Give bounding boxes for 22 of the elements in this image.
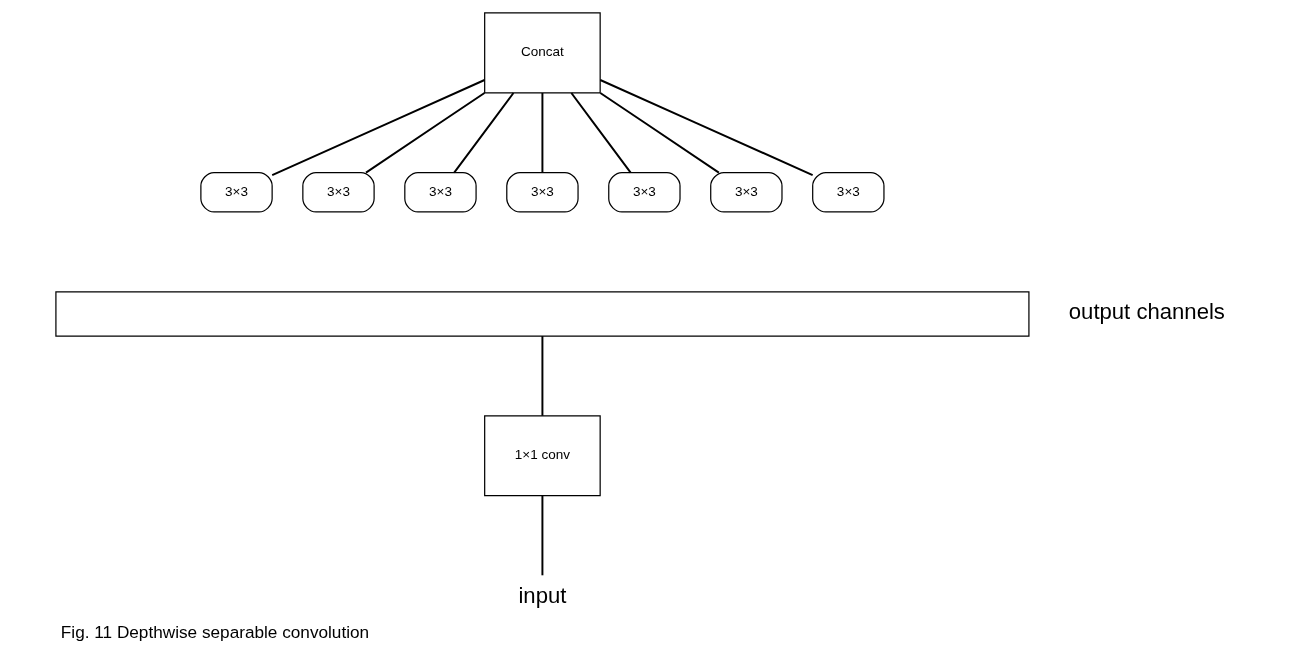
connector: [541, 92, 544, 174]
node-box: 3×3: [710, 172, 783, 213]
node-label: output channels: [1068, 299, 1225, 325]
node-box: 3×3: [200, 172, 273, 213]
connector: [453, 92, 515, 174]
node-text: input: [518, 583, 567, 609]
node-bar: [55, 291, 1030, 337]
connector: [599, 92, 720, 174]
node-box: Concat: [484, 12, 601, 94]
node-box: 3×3: [404, 172, 477, 213]
connector: [599, 79, 814, 177]
connector: [541, 494, 544, 577]
connector: [570, 92, 632, 174]
node-box: 3×3: [302, 172, 375, 213]
node-box: 3×3: [608, 172, 681, 213]
node-box: 1×1 conv: [484, 415, 601, 497]
connector: [365, 92, 486, 174]
caption: Fig. 11 Depthwise separable convolution: [60, 622, 370, 643]
connector: [271, 79, 486, 177]
node-box: 3×3: [506, 172, 579, 213]
node-box: 3×3: [812, 172, 885, 213]
connector: [541, 335, 544, 417]
